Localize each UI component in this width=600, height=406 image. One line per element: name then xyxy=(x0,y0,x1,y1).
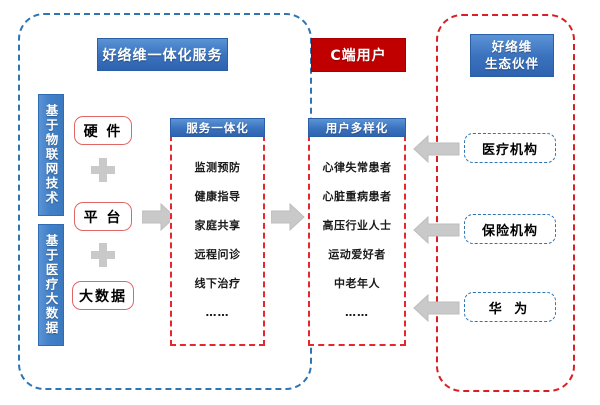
service-item: 线下治疗 xyxy=(194,277,241,290)
user-item: 运动爱好者 xyxy=(328,248,386,261)
user-diversity-card: 用户多样化 心律失常患者 心脏重病患者 高压行业人士 运动爱好者 中老年人 …… xyxy=(308,118,406,346)
user-item-ellipsis: …… xyxy=(345,306,369,319)
left-panel-title: 好络维一体化服务 xyxy=(97,38,228,71)
right-panel-title-line2: 生态伙伴 xyxy=(484,55,539,71)
users-card-body: 心律失常患者 心脏重病患者 高压行业人士 运动爱好者 中老年人 …… xyxy=(308,135,406,346)
partner-insurance-institution: 保险机构 xyxy=(464,214,556,244)
plus-icon xyxy=(91,243,115,267)
vertical-bar-iot: 基于物联网技术 xyxy=(38,94,64,216)
service-card-body: 监测预防 健康指导 家庭共享 远程问诊 线下治疗 …… xyxy=(170,135,265,346)
user-item: 心脏重病患者 xyxy=(322,190,392,203)
user-item: 高压行业人士 xyxy=(322,219,392,232)
service-item: 家庭共享 xyxy=(194,219,241,232)
arrow-left-icon xyxy=(413,135,460,163)
pill-platform: 平 台 xyxy=(74,202,132,231)
arrow-right-icon xyxy=(271,203,305,231)
partner-huawei: 华 为 xyxy=(464,292,556,322)
service-item: 监测预防 xyxy=(194,161,241,174)
service-item: 远程问诊 xyxy=(194,248,241,261)
right-panel-title-line1: 好络维 xyxy=(491,38,533,54)
service-item-ellipsis: …… xyxy=(205,306,230,319)
arrow-left-icon xyxy=(413,216,460,244)
vertical-bar-medical-bigdata: 基于医疗大数据 xyxy=(38,224,64,346)
plus-icon xyxy=(91,158,115,182)
service-integration-card: 服务一体化 监测预防 健康指导 家庭共享 远程问诊 线下治疗 …… xyxy=(170,118,265,346)
service-item: 健康指导 xyxy=(194,190,241,203)
service-card-header: 服务一体化 xyxy=(170,118,265,137)
center-panel-title: C端用户 xyxy=(311,38,406,72)
pill-bigdata: 大数据 xyxy=(72,281,134,310)
user-item: 心律失常患者 xyxy=(322,161,392,174)
users-card-header: 用户多样化 xyxy=(308,118,406,137)
partner-medical-institution: 医疗机构 xyxy=(464,133,556,163)
arrow-right-icon xyxy=(142,203,176,231)
user-item: 中老年人 xyxy=(334,277,380,290)
arrow-left-icon xyxy=(413,294,460,322)
right-partner-panel xyxy=(436,14,575,392)
right-panel-title: 好络维 生态伙伴 xyxy=(470,34,554,77)
pill-hardware: 硬 件 xyxy=(74,116,132,145)
